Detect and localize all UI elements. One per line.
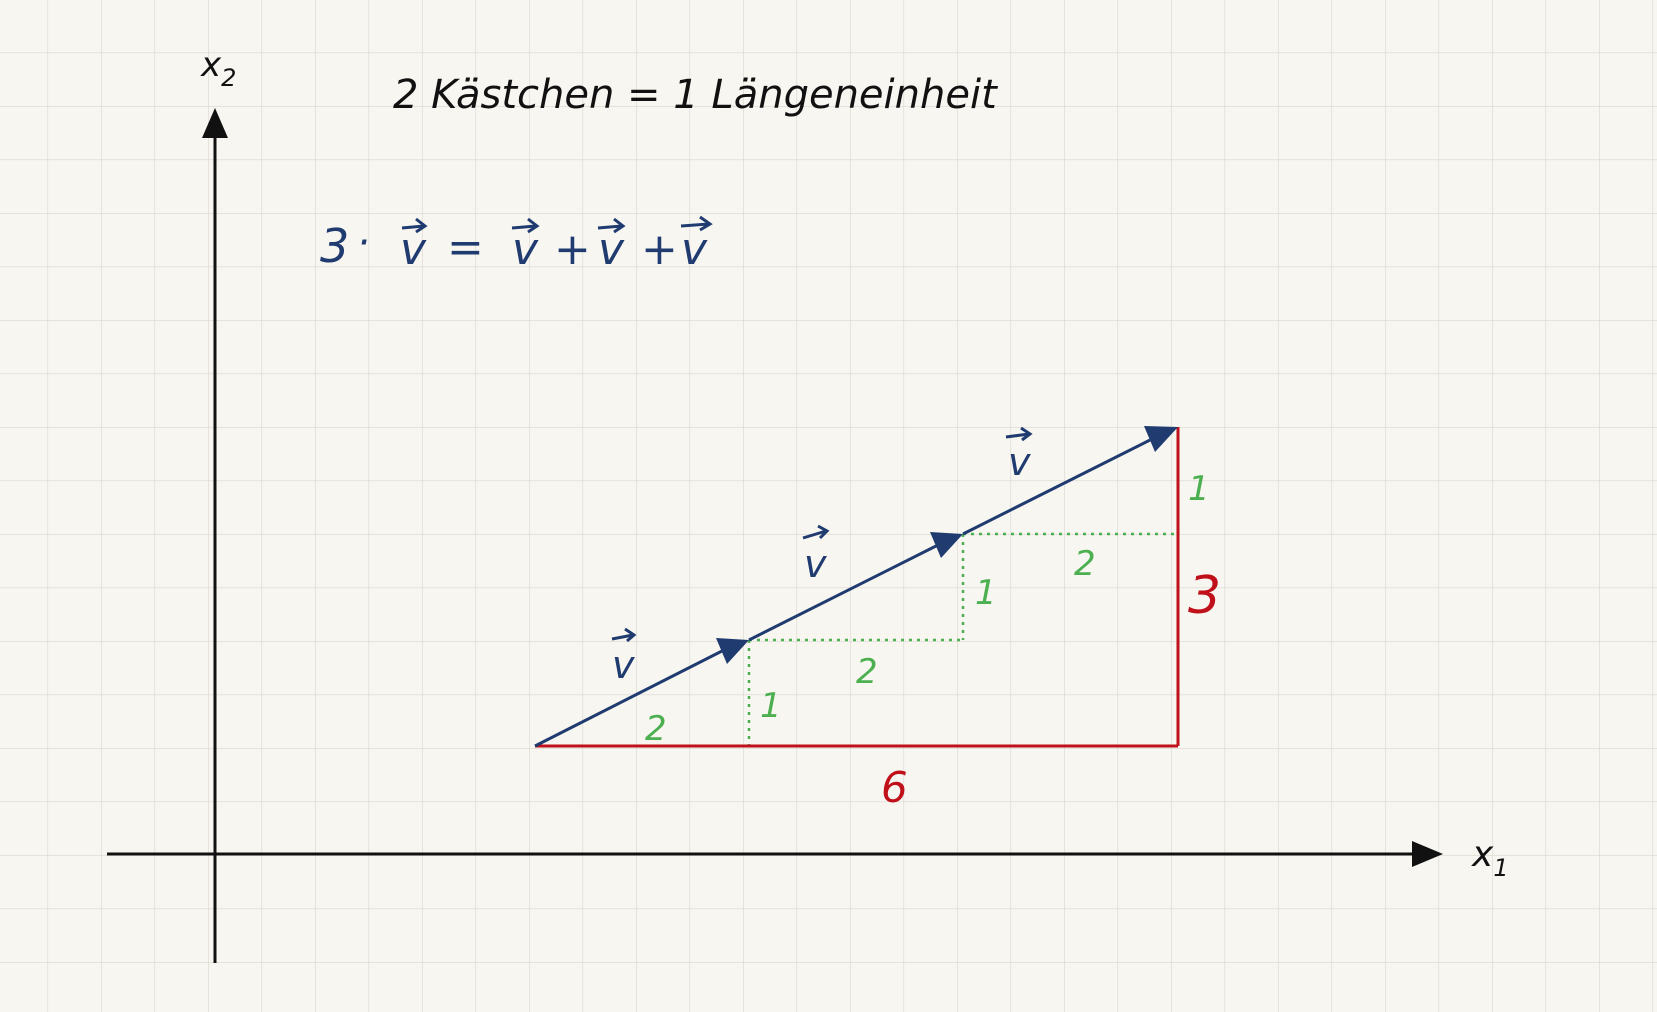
equation-vector-v-1: v <box>512 224 539 275</box>
vector-chain <box>534 426 1178 748</box>
svg-text:v: v <box>804 542 827 586</box>
vector-3-y-component: 1 <box>1188 469 1210 509</box>
y-axis-arrowhead <box>202 108 228 138</box>
vector-arrow-icon <box>511 217 540 234</box>
vector-1-shaft <box>534 649 723 748</box>
vector-2-label: v <box>802 524 830 586</box>
x2-axis-label: x2 <box>200 45 236 92</box>
vector-2-shaft <box>748 544 937 642</box>
equation-factor: 3 <box>320 219 349 273</box>
equation-vector-v-2: v <box>598 224 625 275</box>
vector-arrow-icon <box>680 215 713 232</box>
vector-1-y-component: 1 <box>760 686 782 726</box>
vector-2-arrowhead <box>930 532 963 558</box>
vector-3-x-component: 2 <box>1074 544 1096 584</box>
x-axis-arrowhead <box>1412 841 1443 867</box>
component-guides <box>747 532 1176 746</box>
vector-2-x-component: 2 <box>856 652 878 692</box>
equation-vector-v-3: v <box>681 224 708 275</box>
vector-1-arrowhead <box>716 638 749 664</box>
vector-1-x-component: 2 <box>645 709 667 749</box>
scale-note: 2 Kästchen = 1 Längeneinheit <box>393 72 998 118</box>
result-y-component-label: 3 <box>1188 566 1221 626</box>
scalar-multiplication-equation: 3 · v = v + v + v <box>320 215 713 275</box>
equation-plus-1: + <box>554 224 591 275</box>
equation-dot: · <box>357 220 370 266</box>
vector-arrow-icon <box>597 217 626 234</box>
result-x-component-label: 6 <box>881 763 908 812</box>
vector-arrow-icon <box>401 217 428 234</box>
vector-3-label: v <box>1005 426 1033 484</box>
equation-plus-2: + <box>641 224 678 275</box>
vector-2-y-component: 1 <box>975 573 997 613</box>
svg-text:v: v <box>1008 440 1031 484</box>
equation-equals: = <box>447 222 484 273</box>
equation-vector-v-lhs: v <box>400 224 427 275</box>
vector-1-label: v <box>611 627 637 687</box>
x1-axis-label: x1 <box>1471 834 1509 882</box>
vector-3-shaft <box>962 438 1151 536</box>
vector-3-arrowhead <box>1144 426 1178 452</box>
svg-text:v: v <box>612 643 635 687</box>
